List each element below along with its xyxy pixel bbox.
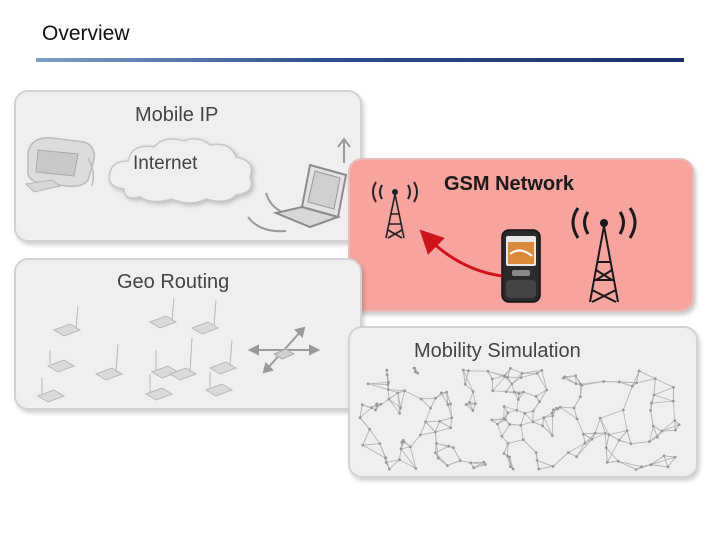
mobile-phone-icon: [501, 229, 541, 303]
sensor-network-graphic: [36, 297, 321, 403]
geo-routing-panel: [14, 258, 362, 410]
sensor-node-icon: [94, 343, 124, 381]
sensor-node-icon: [272, 348, 296, 360]
desktop-computer-icon: [24, 137, 96, 193]
antenna-icon: [571, 207, 637, 303]
handover-arrow: [419, 229, 503, 278]
sensor-node-icon: [148, 297, 178, 329]
sensor-node-icon: [46, 350, 76, 373]
sensor-node-icon: [208, 339, 238, 375]
sensor-node-icon: [144, 374, 174, 401]
sensor-node-icon: [190, 299, 220, 335]
slide-title: Overview: [42, 22, 130, 45]
title-underline: [36, 58, 684, 62]
sensor-node-icon: [36, 378, 66, 403]
mobile-ip-label: Mobile IP: [135, 104, 219, 126]
sensor-node-icon: [52, 305, 82, 337]
sensor-node-icon: [168, 337, 198, 381]
cloud-icon: [108, 138, 253, 204]
gsm-network-label: GSM Network: [444, 173, 575, 195]
graph-network-icon: [358, 366, 681, 471]
mobility-simulation-panel: [348, 326, 698, 478]
geo-routing-label: Geo Routing: [117, 271, 230, 293]
laptop-icon: [247, 137, 351, 233]
antenna-icon: [372, 181, 418, 239]
mobility-simulation-label: Mobility Simulation: [414, 340, 581, 362]
sensor-node-icon: [204, 372, 234, 397]
internet-label: Internet: [133, 153, 198, 174]
